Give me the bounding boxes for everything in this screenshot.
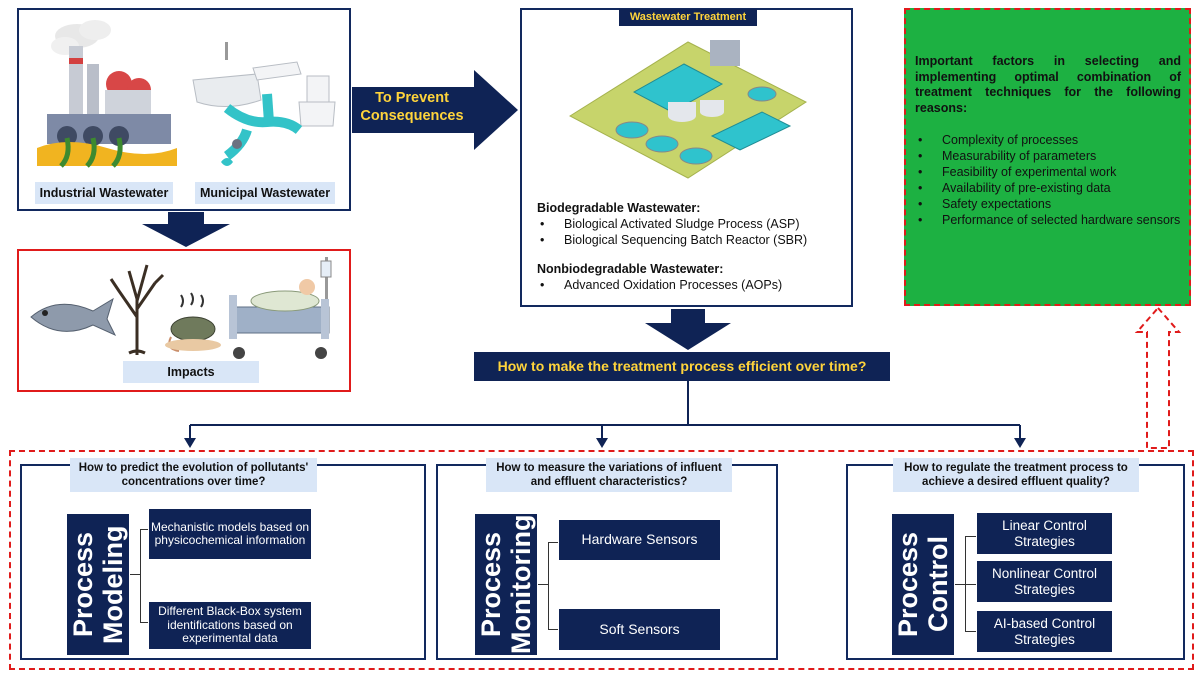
hospital-patient-icon xyxy=(229,257,332,359)
dashed-up-arrow xyxy=(1134,306,1182,449)
biodegradable-list: Biological Activated Sludge Process (ASP… xyxy=(537,216,847,248)
control-question: How to regulate the treatment process to… xyxy=(893,458,1139,492)
down-arrow-to-impacts xyxy=(142,212,230,247)
methods-frame xyxy=(9,450,1194,670)
nonbiodegradable-list: Advanced Oxidation Processes (AOPs) xyxy=(537,277,847,293)
bio-item-asp: Biological Activated Sludge Process (ASP… xyxy=(537,216,847,232)
control-panel: Process Control Linear Control Strategie… xyxy=(846,464,1185,660)
prevent-arrow-text: To Prevent Consequences xyxy=(352,89,472,125)
factor-item: Availability of pre-existing data xyxy=(915,180,1181,196)
factor-item: Feasibility of experimental work xyxy=(915,164,1181,180)
factors-heading: Important factors in selecting and imple… xyxy=(915,54,1181,115)
nonbiodegradable-heading: Nonbiodegradable Wastewater: xyxy=(537,262,724,276)
modeling-item-mechanistic: Mechanistic models based on physicochemi… xyxy=(149,509,311,559)
control-item-ai: AI-based Control Strategies xyxy=(977,611,1112,652)
treatment-panel: Wastewater Treatment Biodegradable Waste… xyxy=(520,8,853,307)
modeling-question: How to predict the evolution of pollutan… xyxy=(70,458,317,492)
modeling-item-blackbox: Different Black-Box system identificatio… xyxy=(149,602,311,649)
dead-tree-icon xyxy=(109,264,165,355)
modeling-panel: Process Modeling Mechanistic models base… xyxy=(20,464,426,660)
control-item-nonlinear: Nonlinear Control Strategies xyxy=(977,561,1112,602)
bio-item-sbr: Biological Sequencing Batch Reactor (SBR… xyxy=(537,232,847,248)
factor-item: Performance of selected hardware sensors xyxy=(915,212,1181,228)
prevent-arrow-shape xyxy=(352,70,518,150)
impacts-panel: Impacts xyxy=(17,249,351,392)
sources-panel: Industrial Wastewater Municipal Wastewat… xyxy=(17,8,351,211)
industrial-wastewater-label: Industrial Wastewater xyxy=(35,182,173,204)
industrial-factory-illustration xyxy=(37,20,177,168)
control-title: Process Control xyxy=(893,531,953,638)
monitoring-title: Process Monitoring xyxy=(476,514,536,655)
branch-connectors xyxy=(184,381,1026,448)
modeling-title: Process Modeling xyxy=(68,525,128,644)
biodegradable-heading: Biodegradable Wastewater: xyxy=(537,201,701,215)
control-item-linear: Linear Control Strategies xyxy=(977,513,1112,554)
dead-rat-icon xyxy=(165,292,221,352)
treatment-plant-illustration xyxy=(568,40,808,179)
monitoring-question: How to measure the variations of influen… xyxy=(486,458,732,492)
factors-list: Complexity of processes Measurability of… xyxy=(915,132,1181,228)
treatment-title: Wastewater Treatment xyxy=(619,9,757,26)
treatment-text: Biodegradable Wastewater: Biological Act… xyxy=(537,200,847,293)
dead-fish-icon xyxy=(30,297,117,337)
factor-item: Complexity of processes xyxy=(915,132,1181,148)
control-title-block: Process Control xyxy=(892,514,954,655)
monitoring-item-soft: Soft Sensors xyxy=(559,609,720,650)
impacts-label: Impacts xyxy=(123,361,259,383)
prevent-line1: To Prevent xyxy=(375,90,449,106)
municipal-wastewater-label: Municipal Wastewater xyxy=(195,182,335,204)
factors-panel: Important factors in selecting and imple… xyxy=(904,8,1191,306)
nonbio-item-aops: Advanced Oxidation Processes (AOPs) xyxy=(537,277,847,293)
efficiency-question-banner: How to make the treatment process effici… xyxy=(474,352,890,381)
factor-item: Safety expectations xyxy=(915,196,1181,212)
monitoring-item-hardware: Hardware Sensors xyxy=(559,520,720,560)
prevent-line2: Consequences xyxy=(360,108,464,124)
monitoring-panel: Process Monitoring Hardware Sensors Soft… xyxy=(436,464,778,660)
municipal-bathroom-illustration xyxy=(192,42,336,166)
modeling-title-block: Process Modeling xyxy=(67,514,129,655)
down-arrow-to-question xyxy=(645,309,731,350)
monitoring-title-block: Process Monitoring xyxy=(475,514,537,655)
factor-item: Measurability of parameters xyxy=(915,148,1181,164)
